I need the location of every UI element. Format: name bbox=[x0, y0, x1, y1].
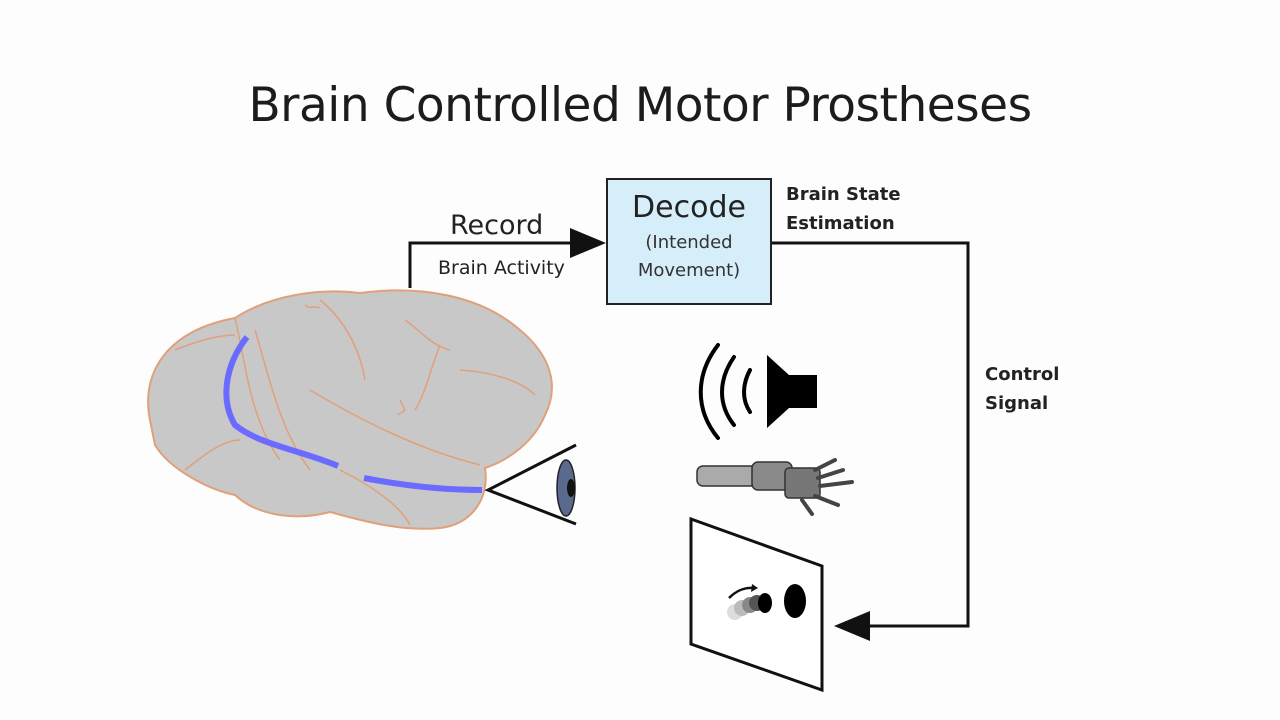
control-signal-label: Control Signal bbox=[985, 360, 1059, 418]
brain-activity-label: Brain Activity bbox=[438, 257, 565, 279]
pathway-dorsal bbox=[223, 335, 340, 469]
brain-state-line2: Estimation bbox=[786, 213, 895, 234]
screen-cursor-icon bbox=[689, 516, 824, 693]
control-signal-line1: Control bbox=[985, 364, 1060, 385]
decode-subtitle: (Intended Movement) bbox=[608, 229, 770, 285]
eye-icon bbox=[484, 443, 577, 526]
decode-subtitle-line1: (Intended bbox=[645, 232, 733, 253]
control-signal-line2: Signal bbox=[985, 393, 1049, 414]
decode-box: Decode (Intended Movement) bbox=[606, 178, 772, 305]
speaker-icon bbox=[698, 343, 817, 440]
brain-icon bbox=[147, 289, 553, 530]
record-arrow bbox=[408, 228, 606, 288]
record-label: Record bbox=[450, 210, 544, 241]
control-signal-arrow bbox=[772, 241, 970, 641]
decode-title: Decode bbox=[632, 190, 746, 225]
decode-subtitle-line2: Movement) bbox=[637, 260, 741, 281]
pathway-ventral bbox=[363, 475, 483, 493]
slide-title: Brain Controlled Motor Prostheses bbox=[248, 78, 1032, 133]
robotic-arm-icon bbox=[696, 458, 854, 516]
brain-state-label: Brain State Estimation bbox=[786, 180, 901, 238]
brain-state-line1: Brain State bbox=[786, 184, 901, 205]
